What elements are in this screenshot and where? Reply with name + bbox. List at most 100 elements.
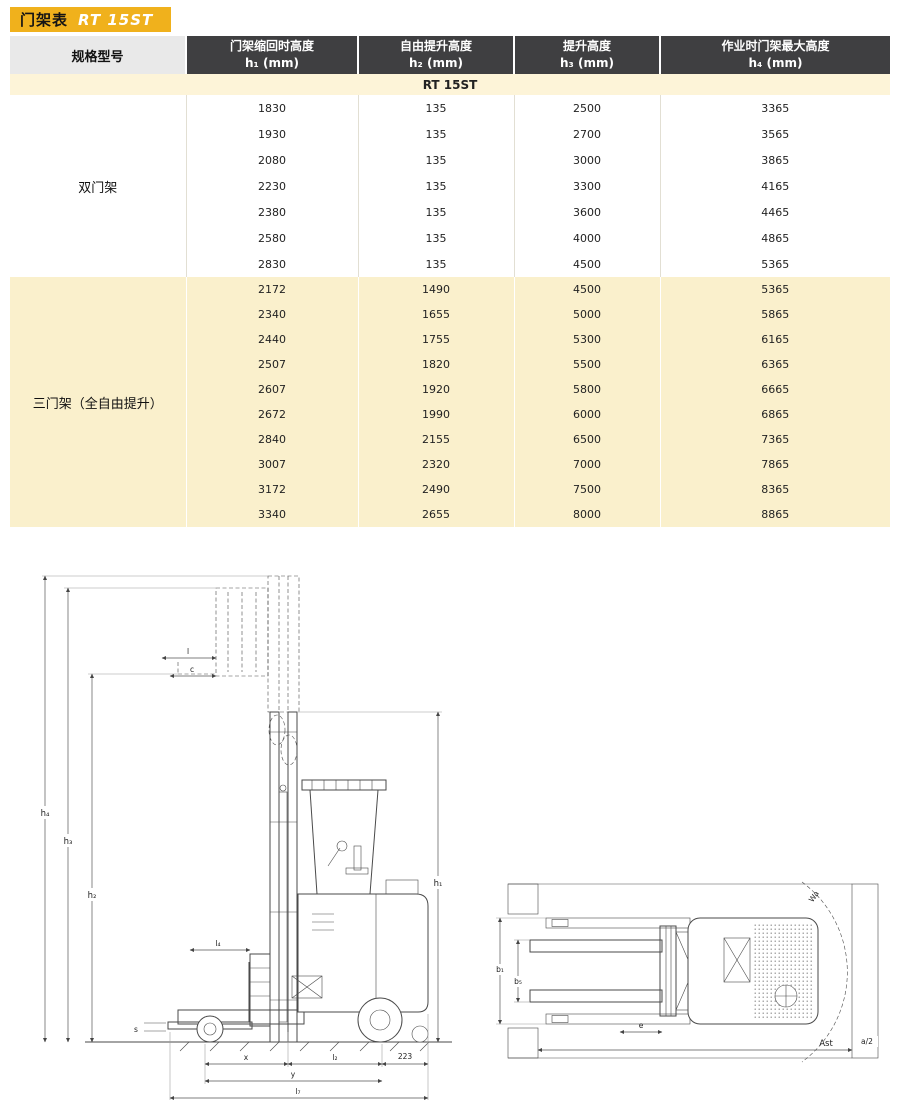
value-cell: 3365 xyxy=(659,95,890,121)
top-view-dimensions: b₁ b₅ e Ast a/2 xyxy=(492,917,878,1053)
page-title-model: RT 15ST xyxy=(78,10,154,29)
header-h4-line1: 作业时门架最大高度 xyxy=(721,39,830,54)
value-cell: 2490 xyxy=(357,477,514,502)
fork-carriage xyxy=(167,953,271,1030)
truck-top-view xyxy=(529,917,819,1025)
value-cell: 6365 xyxy=(659,352,890,377)
header-h4: 作业时门架最大高度 h₄ (mm) xyxy=(659,36,890,74)
value-cell: 2230 xyxy=(185,173,358,199)
value-cell: 3565 xyxy=(659,121,890,147)
dim-label-y: y xyxy=(291,1070,296,1079)
dim-label-ast: Ast xyxy=(819,1039,833,1049)
value-cell: 3007 xyxy=(185,452,358,477)
value-cell: 8365 xyxy=(659,477,890,502)
value-cell: 135 xyxy=(357,173,514,199)
value-cell: 4500 xyxy=(513,251,660,277)
value-cell: 1920 xyxy=(357,377,514,402)
value-cell: 4165 xyxy=(659,173,890,199)
value-cell: 2507 xyxy=(185,352,358,377)
value-cell: 8000 xyxy=(513,502,660,527)
value-cell: 8865 xyxy=(659,502,890,527)
dim-label-h2: h₂ xyxy=(88,891,97,901)
value-cell: 2500 xyxy=(513,95,660,121)
value-cell: 2830 xyxy=(185,251,358,277)
value-cell: 6665 xyxy=(659,377,890,402)
value-cell: 3600 xyxy=(513,199,660,225)
value-cell: 2700 xyxy=(513,121,660,147)
value-cell: 135 xyxy=(357,121,514,147)
dim-label-h4: h₄ xyxy=(41,809,50,819)
dimension-lines-vertical: h₄ h₃ h₂ h₁ xyxy=(37,575,446,1043)
value-cell: 2440 xyxy=(185,327,358,352)
header-h4-line2: h₄ (mm) xyxy=(748,56,803,70)
dimension-lines-upper: l c l₄ xyxy=(161,647,251,953)
header-h1-line2: h₁ (mm) xyxy=(245,56,299,70)
value-cell: 3172 xyxy=(185,477,358,502)
value-cell: 135 xyxy=(357,251,514,277)
value-cell: 135 xyxy=(357,199,514,225)
dim-label-l7: l₇ xyxy=(295,1087,300,1096)
value-cell: 6500 xyxy=(513,427,660,452)
model-subheader: RT 15ST xyxy=(10,74,890,95)
value-cell: 1490 xyxy=(357,277,514,302)
value-cell: 2172 xyxy=(185,277,358,302)
value-cell: 2320 xyxy=(357,452,514,477)
dim-label-h3: h₃ xyxy=(64,837,73,847)
dim-label-wa: Wa xyxy=(807,889,821,904)
value-cell: 5300 xyxy=(513,327,660,352)
value-cell: 5000 xyxy=(513,302,660,327)
value-cell: 1930 xyxy=(185,121,358,147)
value-cell: 1830 xyxy=(185,95,358,121)
ground-line xyxy=(85,1041,452,1052)
header-h2: 自由提升高度 h₂ (mm) xyxy=(357,36,514,74)
value-cell: 4865 xyxy=(659,225,890,251)
dim-label-223: 223 xyxy=(398,1052,413,1061)
value-cell: 2840 xyxy=(185,427,358,452)
page-title-banner: 门架表 RT 15ST xyxy=(10,7,172,32)
value-cell: 5365 xyxy=(659,277,890,302)
header-h3-line2: h₃ (mm) xyxy=(560,56,614,70)
value-cell: 5500 xyxy=(513,352,660,377)
dim-label-h1: h₁ xyxy=(434,879,443,889)
value-cell: 2340 xyxy=(185,302,358,327)
header-h3-line1: 提升高度 xyxy=(562,39,611,54)
value-cell: 2655 xyxy=(357,502,514,527)
top-view-diagram: Wa b₁ b₅ e Ast a/2 xyxy=(492,881,879,1063)
dim-label-l4: l₄ xyxy=(215,939,220,948)
side-view-diagram: h₄ h₃ h₂ h₁ l c l₄ x l₂ 223 y l₇ xyxy=(37,575,452,1101)
header-h2-line1: 自由提升高度 xyxy=(399,39,472,54)
header-h2-line2: h₂ (mm) xyxy=(409,56,463,70)
drive-wheel xyxy=(357,997,429,1043)
dim-label-b1: b₁ xyxy=(496,965,504,974)
page-title: 门架表 xyxy=(20,11,69,29)
value-cell: 2155 xyxy=(357,427,514,452)
value-cell: 2580 xyxy=(185,225,358,251)
value-cell: 4465 xyxy=(659,199,890,225)
value-cell: 2080 xyxy=(185,147,358,173)
table-header-row: 规格型号 门架缩回时高度 h₁ (mm) 自由提升高度 h₂ (mm) 提升高度… xyxy=(10,36,890,74)
value-cell: 7365 xyxy=(659,427,890,452)
model-subheader-row: RT 15ST xyxy=(10,74,890,95)
value-cell: 3300 xyxy=(513,173,660,199)
value-cell: 4000 xyxy=(513,225,660,251)
mast xyxy=(269,711,298,1043)
value-cell: 1820 xyxy=(357,352,514,377)
dim-label-a2: a/2 xyxy=(861,1037,873,1046)
mast-extended-dashed xyxy=(177,575,300,766)
dimension-lines-bottom: x l₂ 223 y l₇ s xyxy=(134,1014,429,1101)
value-cell: 7865 xyxy=(659,452,890,477)
dim-label-x: x xyxy=(244,1053,249,1062)
value-cell: 3340 xyxy=(185,502,358,527)
mast-spec-table: 规格型号 门架缩回时高度 h₁ (mm) 自由提升高度 h₂ (mm) 提升高度… xyxy=(10,36,890,527)
straddle-leg xyxy=(177,1009,305,1043)
value-cell: 135 xyxy=(357,225,514,251)
dim-label-l: l xyxy=(187,647,189,656)
